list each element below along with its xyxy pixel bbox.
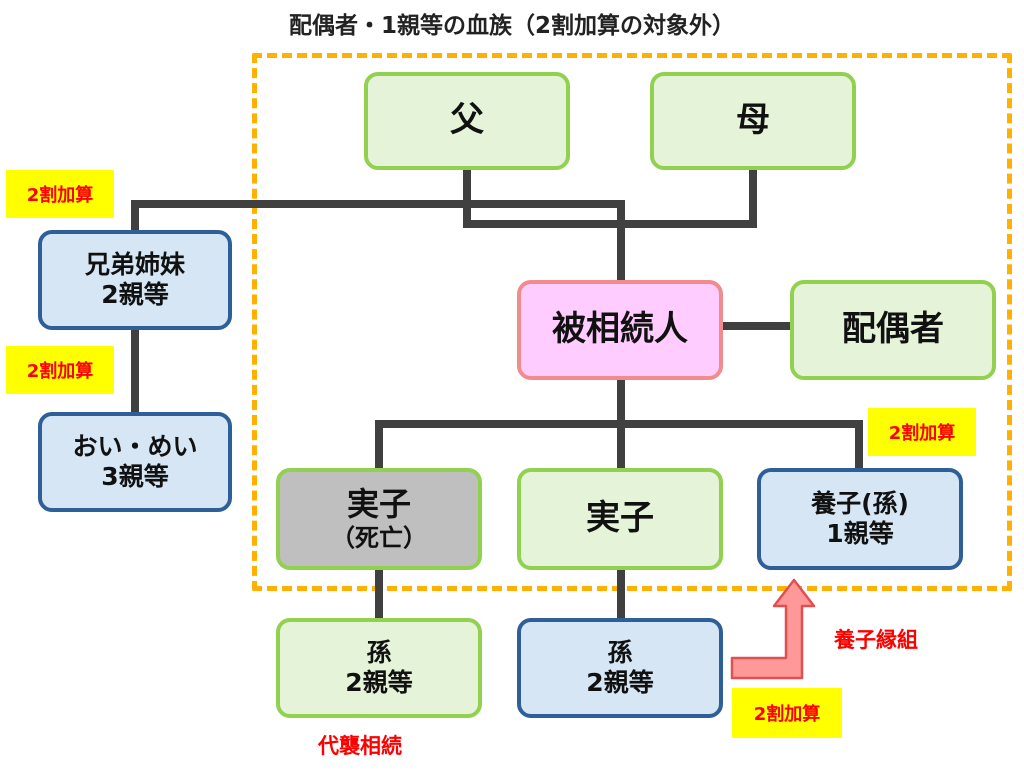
connector [463,220,757,228]
connector [720,322,796,330]
node-grandchild-left-line1: 孫 [366,637,392,667]
node-decedent: 被相続人 [517,280,723,380]
node-adopted-line1: 養子(孫) [811,488,909,518]
connector [131,326,139,418]
node-siblings: 兄弟姉妹 2親等 [38,230,232,330]
node-grandchild-left-line2: 2親等 [345,668,413,697]
connector [855,420,863,472]
badge-surcharge-grandchild: 2割加算 [732,688,842,738]
connector [375,420,863,428]
connector [131,200,139,238]
node-grandchild: 孫 2親等 [517,618,723,718]
connector [131,200,625,208]
bent-up-arrow-icon [730,578,816,680]
connector [617,566,625,622]
node-nephews: おい・めい 3親等 [38,412,232,512]
node-adopted-grandchild: 養子(孫) 1親等 [757,468,963,570]
badge-surcharge-nephews: 2割加算 [6,346,114,394]
node-nephews-line1: おい・めい [72,431,198,461]
label-adoption: 養子縁組 [834,628,918,652]
label-representation: 代襲相続 [318,734,402,758]
node-grandchild-right-line1: 孫 [607,637,633,667]
node-siblings-line2: 2親等 [101,280,169,309]
node-siblings-line1: 兄弟姉妹 [84,249,185,279]
badge-surcharge-adopted: 2割加算 [868,408,976,456]
node-child-label: 実子 [586,498,654,539]
node-mother-label: 母 [736,100,770,141]
node-nephews-line2: 3親等 [101,462,169,491]
node-spouse: 配偶者 [790,280,996,380]
node-spouse-label: 配偶者 [842,309,944,350]
node-grandchild-representation: 孫 2親等 [276,618,482,718]
connector [375,420,383,472]
exempt-group-boundary [252,53,1012,591]
node-father: 父 [364,72,570,170]
connector [463,166,471,228]
connector [749,166,757,228]
node-adopted-line2: 1親等 [826,519,894,548]
node-mother: 母 [650,72,856,170]
connector [617,200,625,284]
node-child-deceased-line1: 実子 [346,484,411,523]
diagram-title: 配偶者・1親等の血族（2割加算の対象外） [288,13,735,39]
node-child-deceased-line2: （死亡） [331,523,427,552]
badge-surcharge-siblings: 2割加算 [6,170,114,218]
node-child: 実子 [517,468,723,570]
node-grandchild-right-line2: 2親等 [586,668,654,697]
node-child-deceased: 実子 （死亡） [276,468,482,570]
node-decedent-label: 被相続人 [552,309,688,350]
connector [375,566,383,622]
node-father-label: 父 [450,100,484,141]
